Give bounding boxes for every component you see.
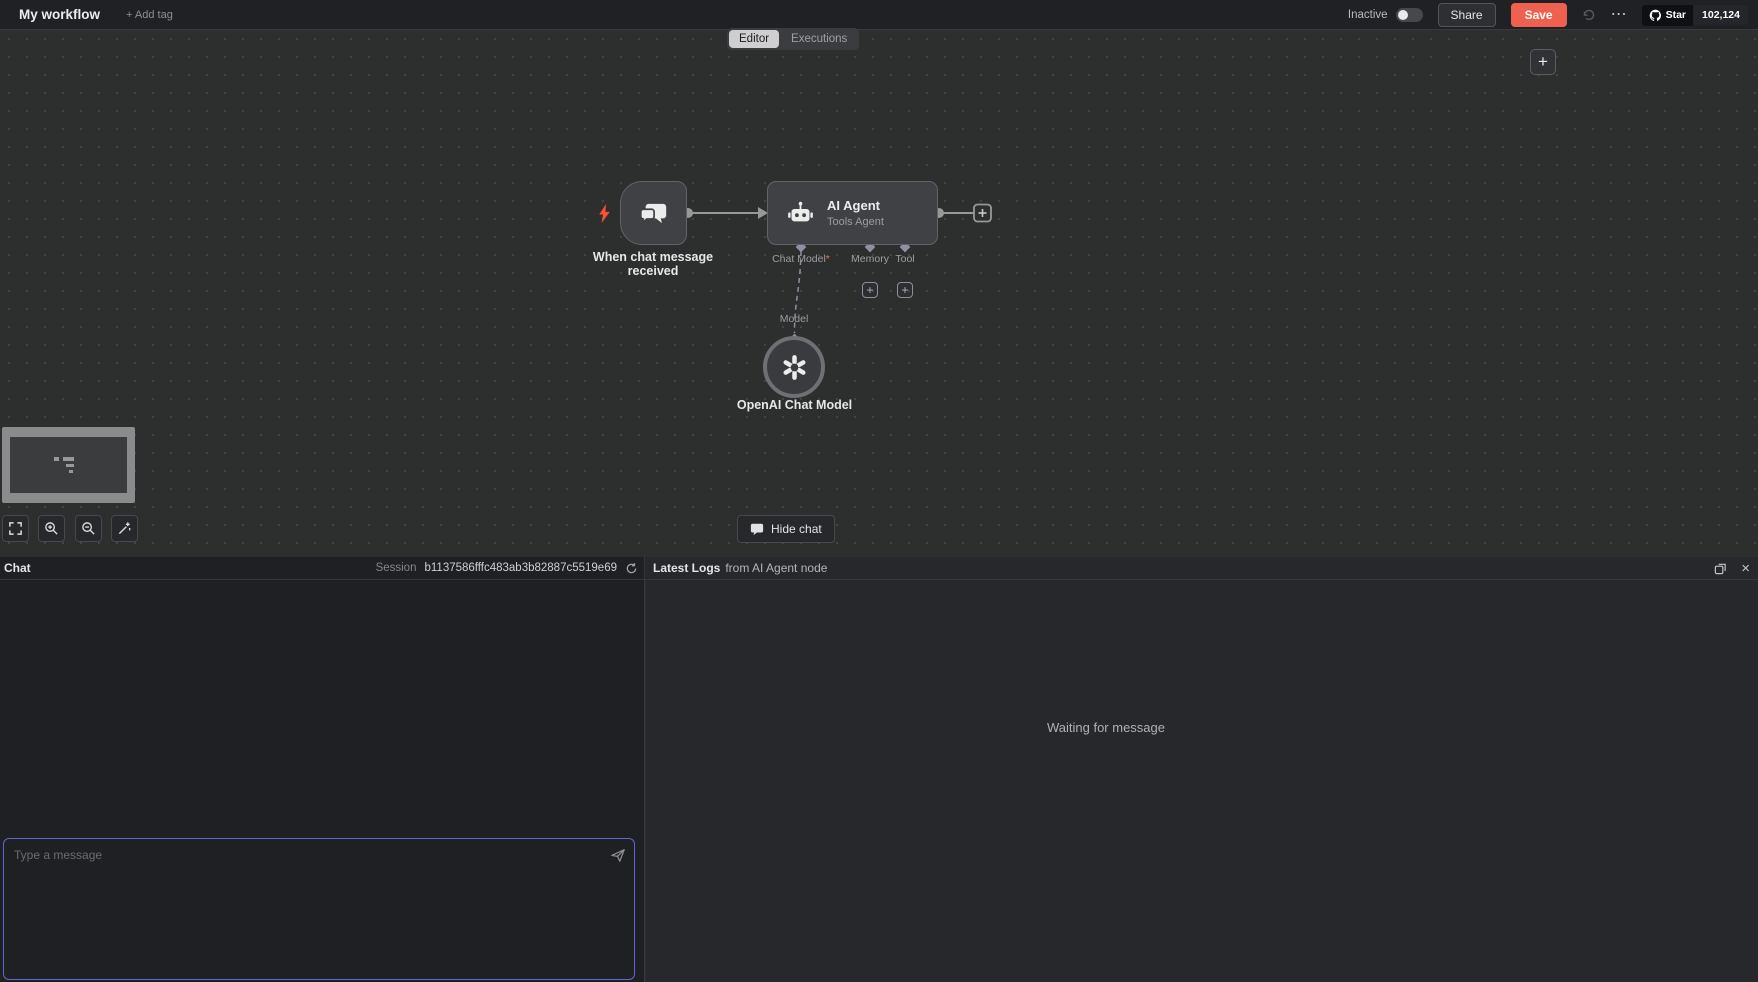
zoom-in-button[interactable] xyxy=(38,515,65,542)
chat-bubble-icon xyxy=(750,522,764,536)
tab-executions[interactable]: Executions xyxy=(791,33,848,45)
port-label-tool: Tool xyxy=(895,253,915,265)
github-star-widget[interactable]: Star 102,124 xyxy=(1641,4,1748,26)
fit-view-button[interactable] xyxy=(2,515,29,542)
node-chat-trigger[interactable] xyxy=(620,181,687,245)
bottom-panel: Chat Session b1137586fffc483ab3b82887c55… xyxy=(0,557,1758,982)
active-state-label: Inactive xyxy=(1347,9,1388,21)
model-port-label: Model xyxy=(779,313,809,325)
minimap-viewport[interactable] xyxy=(10,437,127,493)
agent-node-subtitle: Tools Agent xyxy=(827,216,884,228)
activate-toggle[interactable] xyxy=(1395,8,1423,22)
node-ai-agent[interactable]: AI Agent Tools Agent xyxy=(767,181,938,245)
chat-message-list xyxy=(0,580,645,982)
robot-icon xyxy=(787,200,814,227)
save-button[interactable]: Save xyxy=(1510,3,1567,27)
open-logs-popout-icon[interactable] xyxy=(1714,562,1727,575)
toggle-knob xyxy=(1397,10,1408,20)
node-openai-chat-model[interactable] xyxy=(763,336,825,398)
chat-panel-title: Chat xyxy=(4,561,31,575)
port-label-chat-model: Chat Model* xyxy=(772,253,830,265)
hide-chat-button[interactable]: Hide chat xyxy=(737,515,835,543)
share-button[interactable]: Share xyxy=(1437,3,1496,27)
send-message-button[interactable] xyxy=(610,847,626,863)
add-connected-node-button[interactable] xyxy=(973,203,992,223)
add-node-button[interactable]: + xyxy=(1530,49,1556,75)
fit-view-icon xyxy=(8,521,23,536)
editor-tabs: Editor Executions xyxy=(727,28,860,50)
github-octocat-icon xyxy=(1649,9,1662,22)
add-tag-button[interactable]: + Add tag xyxy=(126,8,173,21)
logs-empty-state: Waiting for message xyxy=(1046,720,1166,735)
chat-input-container xyxy=(3,838,635,980)
session-id: b1137586fffc483ab3b82887c5519e69 xyxy=(424,562,617,574)
top-bar: My workflow + Add tag Inactive Share Sav… xyxy=(0,0,1758,30)
zoom-out-icon xyxy=(81,521,96,536)
workflow-title[interactable]: My workflow xyxy=(19,7,101,22)
add-memory-button[interactable]: + xyxy=(862,282,878,298)
workflow-canvas[interactable]: + When chat message received xyxy=(0,30,1758,557)
reset-session-button[interactable] xyxy=(625,562,638,575)
history-icon[interactable] xyxy=(1582,8,1596,22)
tidy-up-icon xyxy=(117,521,132,536)
logs-panel-body: Waiting for message xyxy=(646,580,1758,982)
send-icon xyxy=(610,847,626,863)
github-star-label: Star xyxy=(1665,9,1687,21)
logs-panel-header: Latest Logs from AI Agent node × xyxy=(645,557,1758,579)
trigger-node-label: When chat message received xyxy=(592,250,714,279)
close-logs-icon[interactable]: × xyxy=(1741,559,1750,577)
zoom-in-icon xyxy=(44,521,59,536)
logs-panel-subtitle: from AI Agent node xyxy=(725,561,828,575)
chat-bubbles-icon xyxy=(639,199,668,228)
more-options-button[interactable]: ⋯ xyxy=(1610,6,1627,23)
tidy-up-button[interactable] xyxy=(111,515,138,542)
trigger-bolt-icon xyxy=(598,204,611,223)
hide-chat-label: Hide chat xyxy=(771,522,822,536)
port-label-memory: Memory xyxy=(851,253,889,265)
connections-layer xyxy=(683,203,992,345)
chat-panel-header: Chat Session b1137586fffc483ab3b82887c55… xyxy=(0,557,645,579)
session-label: Session xyxy=(375,562,417,574)
logs-panel-title: Latest Logs xyxy=(653,561,721,575)
tab-editor[interactable]: Editor xyxy=(729,30,780,48)
chat-message-input[interactable] xyxy=(4,839,634,979)
canvas-minimap[interactable] xyxy=(2,427,135,503)
github-star-count: 102,124 xyxy=(1694,5,1748,25)
openai-logo-icon xyxy=(781,354,808,381)
add-tool-button[interactable]: + xyxy=(897,282,913,298)
zoom-out-button[interactable] xyxy=(75,515,102,542)
required-asterisk: * xyxy=(825,253,830,265)
agent-node-title: AI Agent xyxy=(827,198,880,213)
model-node-label: OpenAI Chat Model xyxy=(736,398,853,412)
